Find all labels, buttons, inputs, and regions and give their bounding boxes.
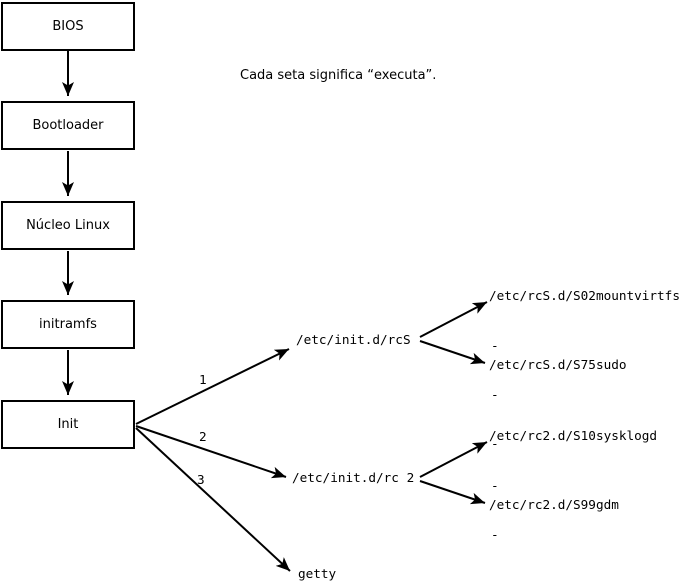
arrow-init-to-getty xyxy=(135,427,291,572)
arrow-rcS-to-first-script xyxy=(419,301,488,338)
rc2-path-label: /etc/init.d/rc 2 xyxy=(292,470,415,485)
box-bios: BIOS xyxy=(1,2,135,51)
legend-note: Cada seta significa “executa”. xyxy=(240,68,437,83)
box-init: Init xyxy=(1,400,135,449)
branch-3-number: 3 xyxy=(197,472,205,487)
arrow-rc2-to-first-script xyxy=(419,441,488,478)
rc2-ellipsis: - - - xyxy=(491,446,522,583)
rcS-ellipsis: - - - xyxy=(491,306,522,484)
rcS-ellipsis-dash: - xyxy=(491,387,499,403)
box-bios-label: BIOS xyxy=(52,19,84,34)
rcS-first-script-label: /etc/rcS.d/S02mountvirtfs xyxy=(489,288,680,303)
rc2-ellipsis-dash: - xyxy=(491,576,522,583)
box-bootloader-label: Bootloader xyxy=(32,118,104,133)
box-bootloader: Bootloader xyxy=(1,101,135,150)
box-initramfs: initramfs xyxy=(1,300,135,349)
rc2-last-script-label: /etc/rc2.d/S99gdm xyxy=(489,497,619,512)
arrow-init-to-rcS xyxy=(135,348,290,425)
rcS-last-script-label: /etc/rcS.d/S75sudo xyxy=(489,357,627,372)
box-nucleo-linux: Núcleo Linux xyxy=(1,201,135,250)
rcS-ellipsis-dash: - xyxy=(491,338,499,354)
arrow-rc2-to-last-script xyxy=(419,480,486,505)
branch-1-number: 1 xyxy=(199,372,207,387)
getty-label: getty xyxy=(298,566,337,581)
rcS-ellipsis-dash: - xyxy=(491,435,499,451)
branch-2-number: 2 xyxy=(199,429,207,444)
rc2-ellipsis-dash: - xyxy=(491,478,499,494)
box-init-label: Init xyxy=(57,417,79,432)
rc2-first-script-label: /etc/rc2.d/S10sysklogd xyxy=(489,428,658,443)
rc2-ellipsis-dash: - xyxy=(491,527,499,543)
arrow-init-to-rc2 xyxy=(135,425,287,479)
box-nucleo-linux-label: Núcleo Linux xyxy=(26,218,110,233)
rcS-path-label: /etc/init.d/rcS xyxy=(296,332,411,347)
box-initramfs-label: initramfs xyxy=(39,317,97,332)
arrow-rcS-to-last-script xyxy=(419,340,486,365)
